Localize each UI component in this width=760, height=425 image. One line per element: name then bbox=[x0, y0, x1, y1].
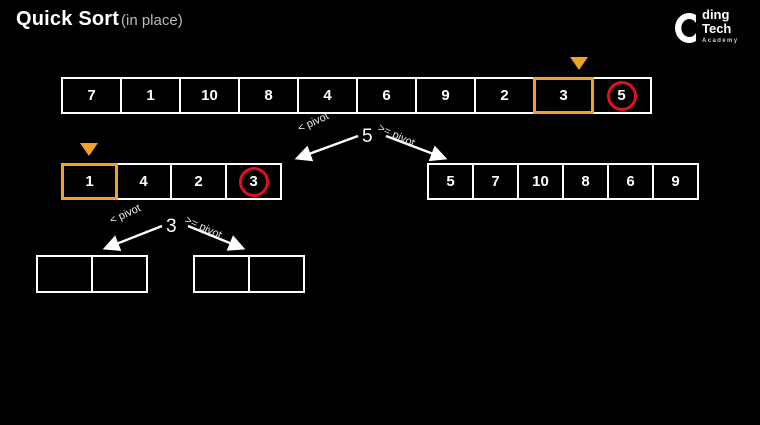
pivot-marker-left-icon bbox=[80, 143, 98, 156]
array-cell-value: 8 bbox=[581, 173, 590, 190]
logo-line-3: Academy bbox=[702, 38, 739, 44]
c-logo-icon bbox=[675, 12, 696, 43]
array-cell-value: 9 bbox=[671, 173, 680, 190]
array-cell: 5 bbox=[427, 163, 474, 200]
split-arrows-level-2-icon bbox=[102, 224, 246, 251]
array-cell: 2 bbox=[474, 77, 535, 114]
array-cell-value: 9 bbox=[441, 87, 450, 104]
array-cell: 10 bbox=[179, 77, 240, 114]
array-cell: 10 bbox=[517, 163, 564, 200]
array-cell-value: 1 bbox=[146, 87, 155, 104]
split-pivot-value-level-1: 5 bbox=[362, 126, 373, 147]
array-cell: 7 bbox=[472, 163, 519, 200]
array-cell-value: 3 bbox=[249, 173, 258, 190]
array-cell: 3 bbox=[225, 163, 282, 200]
array-cell: 1 bbox=[61, 163, 118, 200]
array-cell-value: 4 bbox=[139, 173, 148, 190]
array-cell-value: 5 bbox=[617, 87, 626, 104]
page-subtitle: (in place) bbox=[121, 12, 183, 29]
array-cell-value: 2 bbox=[500, 87, 509, 104]
brand-logo: ding Tech Academy bbox=[670, 8, 750, 54]
array-cell-value: 8 bbox=[264, 87, 273, 104]
array-cell: 9 bbox=[652, 163, 699, 200]
page-title: Quick Sort bbox=[16, 8, 120, 30]
split-pivot-value-level-2: 3 bbox=[166, 216, 177, 237]
logo-line-2: Tech bbox=[702, 21, 732, 36]
split-arrows-level-1-icon bbox=[294, 134, 448, 162]
array-cell bbox=[91, 255, 148, 293]
array-cell-value: 6 bbox=[382, 87, 391, 104]
array-cell-value: 3 bbox=[559, 87, 568, 104]
main-array: 7 1 10 8 4 6 9 2 3 5 bbox=[61, 77, 652, 114]
array-cell-value: 7 bbox=[491, 173, 500, 190]
array-cell-value: 2 bbox=[194, 173, 203, 190]
array-cell-value: 7 bbox=[87, 87, 96, 104]
array-cell-value: 6 bbox=[626, 173, 635, 190]
array-cell: 4 bbox=[115, 163, 172, 200]
left-right-partition-array bbox=[193, 255, 305, 293]
array-cell: 3 bbox=[533, 77, 594, 114]
partition-split-level-1: 5 < pivot >= pivot bbox=[286, 110, 456, 170]
pivot-marker-main-icon bbox=[570, 57, 588, 70]
array-cell-value: 5 bbox=[446, 173, 455, 190]
array-cell: 6 bbox=[607, 163, 654, 200]
array-cell: 8 bbox=[562, 163, 609, 200]
array-cell: 5 bbox=[591, 77, 652, 114]
array-cell: 4 bbox=[297, 77, 358, 114]
array-cell bbox=[248, 255, 305, 293]
array-cell-value: 4 bbox=[323, 87, 332, 104]
right-partition-array: 5 7 10 8 6 9 bbox=[427, 163, 699, 200]
array-cell bbox=[193, 255, 250, 293]
array-cell: 2 bbox=[170, 163, 227, 200]
array-cell: 6 bbox=[356, 77, 417, 114]
array-cell: 7 bbox=[61, 77, 122, 114]
array-cell: 9 bbox=[415, 77, 476, 114]
array-cell: 1 bbox=[120, 77, 181, 114]
array-cell-value: 1 bbox=[85, 173, 94, 190]
array-cell: 8 bbox=[238, 77, 299, 114]
logo-line-1: ding bbox=[702, 7, 730, 22]
array-cell bbox=[36, 255, 93, 293]
partition-split-level-2: 3 < pivot >= pivot bbox=[96, 202, 256, 262]
left-left-partition-array bbox=[36, 255, 148, 293]
array-cell-value: 10 bbox=[532, 173, 549, 190]
logo-wordmark: ding Tech Academy bbox=[702, 8, 750, 46]
left-partition-array: 1 4 2 3 bbox=[61, 163, 282, 200]
array-cell-value: 10 bbox=[201, 87, 218, 104]
